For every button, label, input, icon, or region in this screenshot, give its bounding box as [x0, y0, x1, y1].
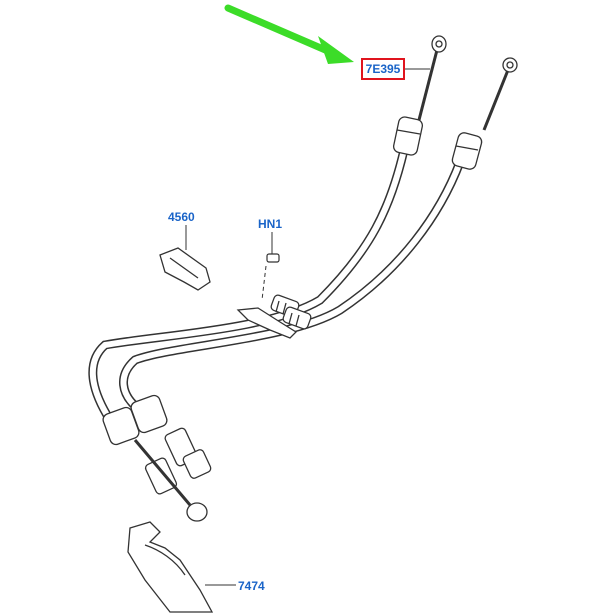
shift-cable-rear: [119, 157, 465, 415]
fastener-hn1: [261, 232, 280, 301]
part-label-7474: 7474: [238, 579, 265, 593]
pointer-arrow: [224, 4, 354, 64]
cable-mounting-bracket: [236, 294, 312, 339]
part-label-7e395: 7E395: [361, 58, 405, 80]
part-label-hn1: HN1: [258, 217, 283, 231]
cable-end-upper-rear: [451, 57, 518, 170]
cable-end-upper-front: [392, 35, 447, 156]
part-label-4560: 4560: [168, 210, 195, 224]
cable-end-lower-rear: [130, 394, 212, 479]
shift-cable-front: [88, 145, 409, 425]
cable-end-lower-front: [102, 406, 208, 522]
clip-4560: [159, 225, 211, 291]
bracket-7474: [127, 521, 236, 613]
